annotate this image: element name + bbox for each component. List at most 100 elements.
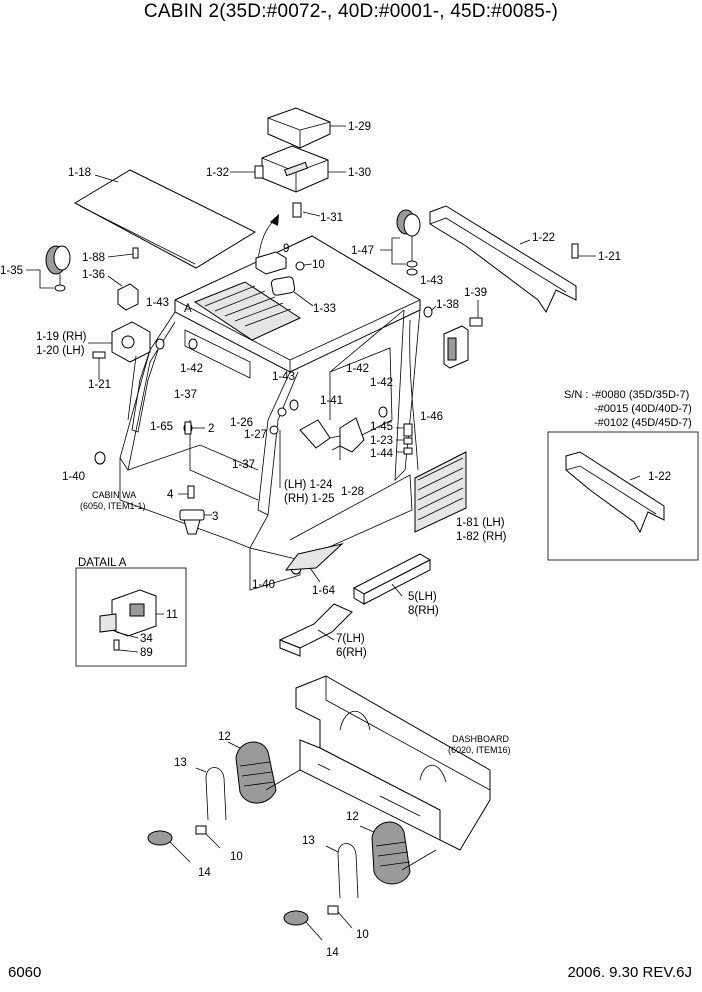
label-1-22: 1-22 bbox=[532, 232, 555, 244]
label-89: 89 bbox=[140, 647, 153, 659]
lamp-bracket-1-36 bbox=[117, 283, 139, 311]
label-2: 2 bbox=[208, 423, 214, 435]
grommet-1-43-b bbox=[155, 338, 165, 350]
label-12-b: 12 bbox=[346, 811, 359, 823]
grommet-1-43 bbox=[423, 306, 433, 318]
sn-variant-box bbox=[547, 431, 699, 561]
label-1-31: 1-31 bbox=[320, 212, 343, 224]
bolt-1-45 bbox=[403, 423, 413, 437]
dashboard-frame bbox=[295, 675, 491, 851]
label-1-19: 1-19 (RH) bbox=[36, 331, 87, 343]
label-10-top: 10 bbox=[312, 259, 325, 271]
page-title: CABIN 2(35D:#0072-, 40D:#0001-, 45D:#008… bbox=[143, 1, 559, 22]
label-1-39: 1-39 bbox=[464, 287, 487, 299]
roof-panel-1-18 bbox=[73, 169, 257, 269]
sn-line-3: -#0102 (45D/45D-7) bbox=[594, 417, 692, 429]
plate-1-64 bbox=[284, 543, 344, 571]
label-14-a: 14 bbox=[198, 867, 211, 879]
label-1-28: 1-28 bbox=[341, 486, 364, 498]
grommet-1-40-a bbox=[94, 451, 106, 465]
label-1-81: 1-81 (LH) bbox=[456, 517, 505, 529]
nut-1-23 bbox=[403, 437, 413, 445]
label-1-88: 1-88 bbox=[82, 252, 105, 264]
mirror-bracket-1-19 bbox=[111, 321, 151, 363]
label-1-43-b: 1-43 bbox=[146, 297, 169, 309]
label-1-26: 1-26 bbox=[230, 417, 253, 429]
label-13-a: 13 bbox=[174, 757, 187, 769]
label-1-25: (RH) 1-25 bbox=[284, 493, 334, 505]
label-1-40-b: 1-40 bbox=[252, 579, 275, 591]
bracket-1-30 bbox=[261, 145, 329, 193]
label-detail-marker: A bbox=[184, 303, 192, 315]
mount-3 bbox=[179, 509, 205, 535]
bracket-1-29 bbox=[267, 107, 331, 149]
bolt-1-39 bbox=[469, 317, 483, 327]
label-7: 7(LH) bbox=[336, 633, 365, 645]
washer-1-44 bbox=[403, 447, 413, 455]
rear-lamp-1-47 bbox=[396, 209, 421, 276]
label-1-47: 1-47 bbox=[351, 245, 374, 257]
cabin-frame bbox=[119, 235, 421, 591]
label-14-b: 14 bbox=[326, 947, 339, 959]
label-1-20: 1-20 (LH) bbox=[36, 345, 85, 357]
clip-1-88 bbox=[132, 247, 139, 259]
label-9: 9 bbox=[283, 243, 289, 255]
label-1-21-left: 1-21 bbox=[88, 379, 111, 391]
rear-cover-1-22 bbox=[429, 205, 577, 314]
label-1-38: 1-38 bbox=[436, 299, 459, 311]
label-1-46: 1-46 bbox=[420, 411, 443, 423]
boot-12-b bbox=[371, 821, 411, 885]
bolt-10-b bbox=[327, 905, 339, 915]
stud-2 bbox=[184, 421, 192, 435]
label-1-43-a: 1-43 bbox=[420, 275, 443, 287]
plate-34 bbox=[99, 613, 117, 633]
rear-cover-1-22-variant bbox=[565, 451, 665, 534]
label-1-64: 1-64 bbox=[312, 585, 336, 597]
grommet-1-43-c bbox=[378, 406, 388, 418]
clip-1-26 bbox=[277, 407, 287, 417]
label-1-18: 1-18 bbox=[68, 167, 91, 179]
switch-11 bbox=[111, 589, 157, 637]
label-1-40-a: 1-40 bbox=[62, 471, 85, 483]
label-1-21-right: 1-21 bbox=[598, 251, 621, 263]
label-1-32: 1-32 bbox=[206, 167, 229, 179]
page-number: 6060 bbox=[8, 964, 42, 981]
label-1-37-a: 1-37 bbox=[174, 389, 197, 401]
gas-strut-1-37 bbox=[127, 355, 281, 488]
label-1-42-a: 1-42 bbox=[180, 363, 203, 375]
label-5: 5(LH) bbox=[408, 591, 437, 603]
label-1-29: 1-29 bbox=[348, 121, 371, 133]
label-1-35: 1-35 bbox=[0, 265, 23, 277]
label-1-43-c: 1-43 bbox=[272, 371, 295, 383]
label-1-33: 1-33 bbox=[313, 303, 336, 315]
insulator-5 bbox=[352, 553, 432, 605]
screw-1-31 bbox=[292, 202, 302, 218]
label-1-82: 1-82 (RH) bbox=[456, 531, 507, 543]
clamp-14-a bbox=[147, 830, 173, 846]
label-1-45: 1-45 bbox=[370, 421, 393, 433]
clip-1-27 bbox=[269, 425, 279, 435]
bolt-1-21-left bbox=[92, 351, 106, 359]
label-1-22-sn: 1-22 bbox=[648, 471, 671, 483]
label-1-42-c: 1-42 bbox=[370, 377, 393, 389]
detail-a-box bbox=[75, 567, 187, 667]
boot-12-a bbox=[235, 741, 277, 804]
bolt-10-a bbox=[195, 825, 207, 835]
clamp-14-b bbox=[283, 910, 309, 926]
screw-1-32 bbox=[254, 165, 264, 179]
mirror-1-33 bbox=[270, 276, 296, 296]
label-1-65: 1-65 bbox=[150, 421, 173, 433]
label-1-44: 1-44 bbox=[370, 448, 394, 460]
label-dashboard-1: DASHBOARD bbox=[452, 734, 510, 744]
label-4: 4 bbox=[167, 489, 174, 501]
insulator-7 bbox=[278, 603, 353, 657]
u-bolt-13-a bbox=[205, 767, 227, 821]
label-1-23: 1-23 bbox=[370, 435, 393, 447]
label-1-30: 1-30 bbox=[348, 167, 371, 179]
label-11: 11 bbox=[166, 609, 178, 621]
bolt-1-21-right bbox=[571, 243, 579, 259]
grommet-1-42-a bbox=[188, 338, 198, 350]
detail-a-title: DATAIL A bbox=[78, 557, 127, 569]
sn-line-1: S/N : -#0080 (35D/35D-7) bbox=[564, 389, 689, 401]
label-8: 8(RH) bbox=[408, 605, 439, 617]
